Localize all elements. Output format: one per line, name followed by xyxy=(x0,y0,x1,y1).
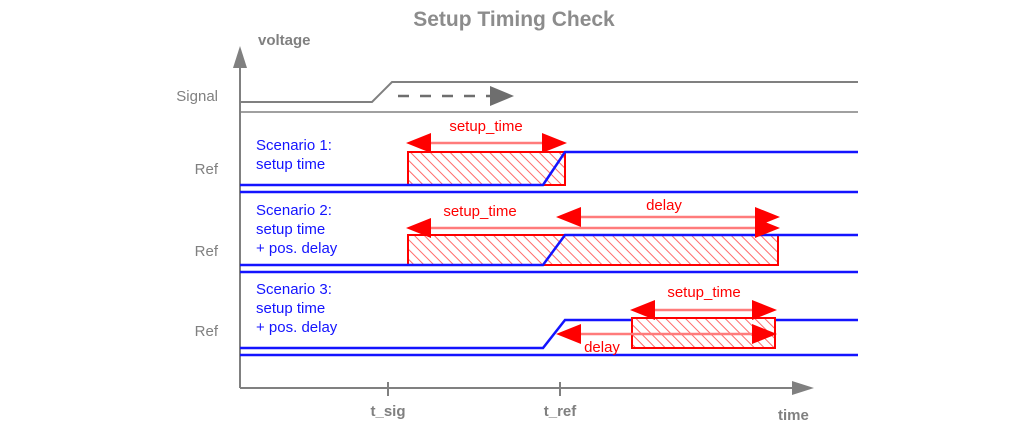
scenario-2-delay-label: delay xyxy=(646,197,682,214)
row-signal: Signal xyxy=(176,81,858,106)
scenario-3-title: Scenario 3: xyxy=(256,281,332,298)
scenario-2-delay-arrow-left-icon xyxy=(556,207,581,227)
row-label-ref3: Ref xyxy=(195,323,219,340)
scenario-1-setup-arrow-right-icon xyxy=(542,133,567,153)
voltage-axis-arrow-icon xyxy=(233,46,247,68)
scenario-1-setup-time-measure: setup_time xyxy=(406,118,567,153)
scenario-2-delay-measure: delay xyxy=(556,197,780,227)
scenario-1-line2: setup time xyxy=(256,156,325,173)
scenario-1-ref-waveform xyxy=(240,150,858,187)
scenario-2-line2: setup time xyxy=(256,221,325,238)
scenario-3-delay-arrow-right-icon xyxy=(752,324,777,344)
scenario-1-setup-window xyxy=(407,151,566,186)
time-axis-arrow-icon xyxy=(792,381,814,395)
scenario-3-delay-measure: delay xyxy=(556,324,777,356)
signal-waveform xyxy=(240,81,858,103)
scenario-2-ref-waveform xyxy=(240,233,858,267)
scenario-1-title: Scenario 1: xyxy=(256,137,332,154)
time-axis: time t_sig t_ref xyxy=(240,381,814,424)
scenario-2-title: Scenario 2: xyxy=(256,202,332,219)
row-ref3: Ref Scenario 3: setup time + pos. delay … xyxy=(195,281,858,356)
scenario-3-setup-time-measure: setup_time xyxy=(630,284,777,320)
tick-label-t-sig: t_sig xyxy=(370,403,405,420)
scenario-2-setup-time-label: setup_time xyxy=(443,203,516,220)
scenario-2-line3: + pos. delay xyxy=(256,240,338,257)
scenario-1-setup-arrow-left-icon xyxy=(406,133,431,153)
tick-label-t-ref: t_ref xyxy=(544,403,578,420)
row-ref1: Ref Scenario 1: setup time setup_time xyxy=(195,118,858,187)
row-label-signal: Signal xyxy=(176,88,218,105)
scenario-2-setup-arrow-left-icon xyxy=(406,218,431,238)
row-label-ref1: Ref xyxy=(195,161,219,178)
row-label-ref2: Ref xyxy=(195,243,219,260)
voltage-axis-label: voltage xyxy=(258,32,311,49)
scenario-3-setup-time-label: setup_time xyxy=(667,284,740,301)
scenario-3-line3: + pos. delay xyxy=(256,319,338,336)
scenario-3-line2: setup time xyxy=(256,300,325,317)
row-ref2: Ref Scenario 2: setup time + pos. delay … xyxy=(195,197,858,267)
scenario-2-delay-arrow-right-icon xyxy=(755,207,780,227)
voltage-axis: voltage xyxy=(233,32,311,388)
scenario-2-setup-window xyxy=(407,234,779,266)
scenario-3-setup-arrow-left-icon xyxy=(630,300,655,320)
signal-propagation-arrow-icon xyxy=(490,86,514,106)
scenario-1-setup-time-label: setup_time xyxy=(449,118,522,135)
scenario-3-delay-label: delay xyxy=(584,339,620,356)
page-title: Setup Timing Check xyxy=(413,8,615,31)
scenario-3-delay-arrow-left-icon xyxy=(556,324,581,344)
scenario-3-setup-arrow-right-icon xyxy=(752,300,777,320)
scenario-2-setup-time-measure: setup_time xyxy=(406,203,780,238)
time-axis-label: time xyxy=(778,407,809,424)
